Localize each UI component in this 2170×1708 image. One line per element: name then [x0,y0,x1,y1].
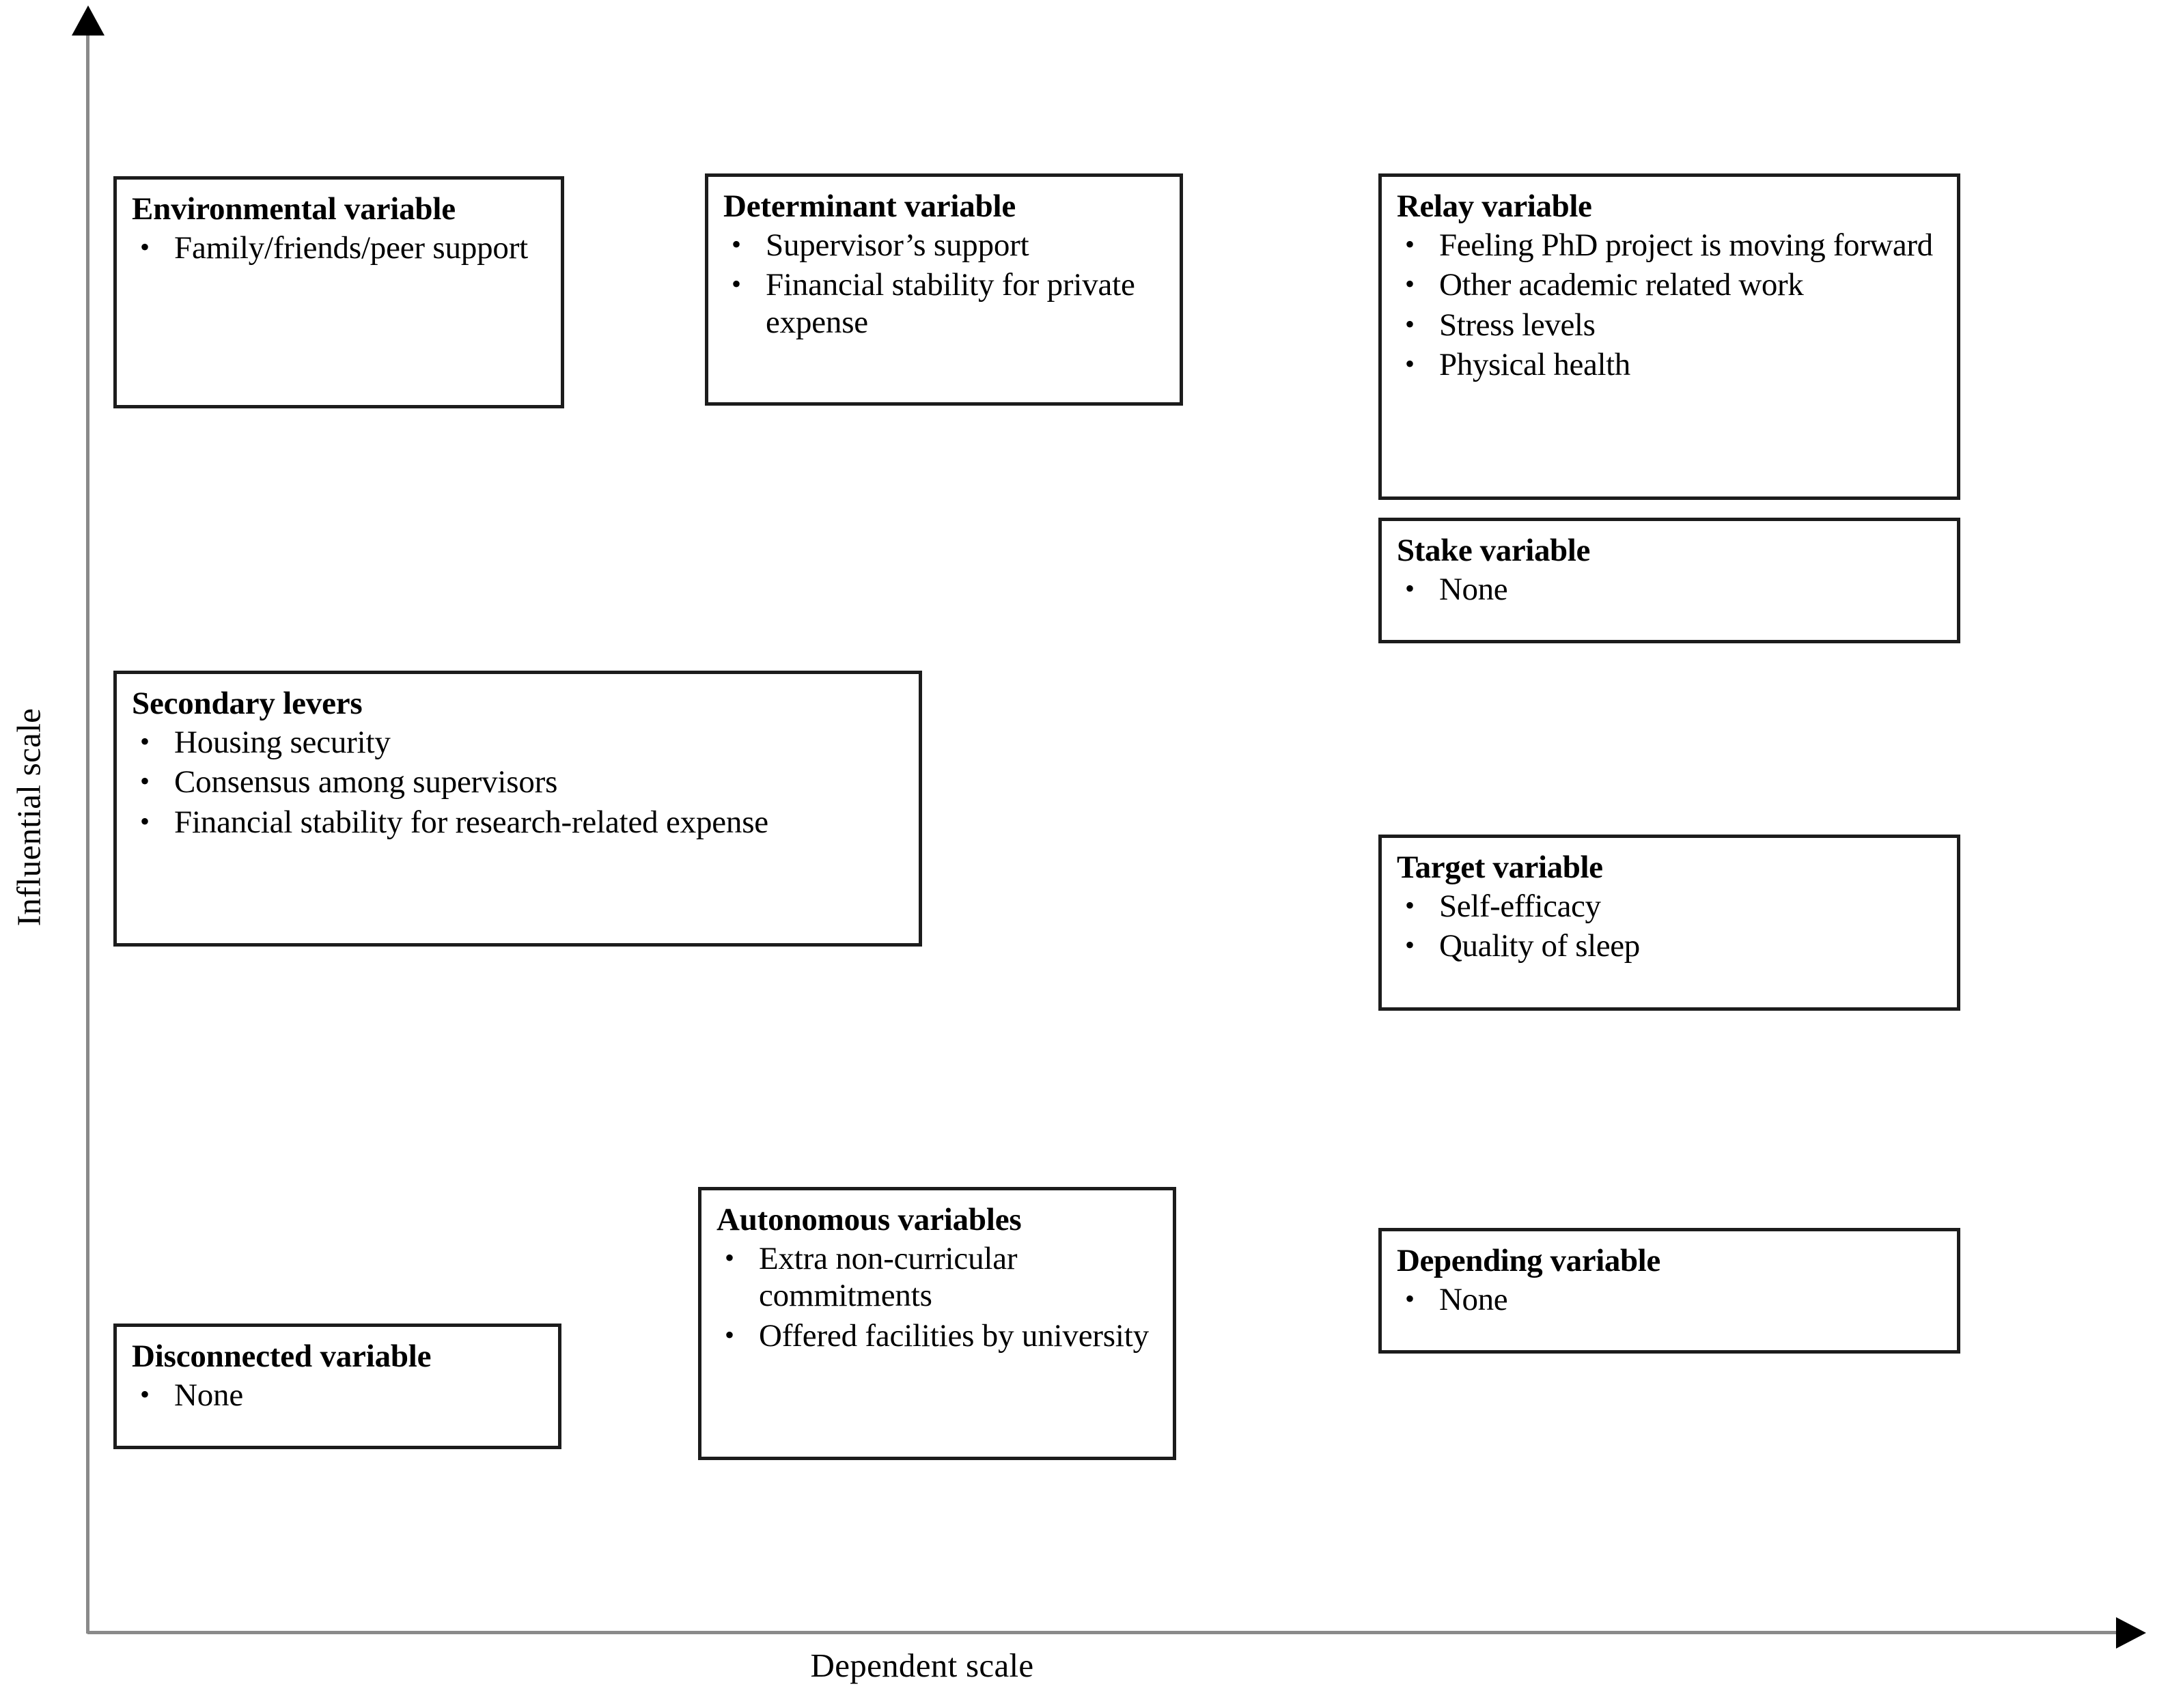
bullet-icon: • [140,805,150,837]
bullet-icon: • [725,1242,734,1273]
box-item-list: • None [1397,1281,1947,1319]
box-environmental-variable: Environmental variable • Family/friends/p… [113,176,564,408]
box-title: Stake variable [1397,533,1590,568]
bullet-icon: • [140,1378,150,1410]
list-item: • Housing security [132,724,909,761]
box-determinant-variable: Determinant variable • Supervisor’s suppo… [705,173,1183,406]
list-item: • None [1397,571,1947,608]
list-item-label: Stress levels [1439,307,1596,343]
bullet-icon: • [732,228,741,260]
box-title: Determinant variable [723,188,1016,224]
list-item-label: Financial stability for research-related… [174,804,768,840]
list-item: • Consensus among supervisors [132,764,909,801]
box-title: Depending variable [1397,1243,1660,1278]
arrow-up-icon [72,5,105,36]
list-item: • Supervisor’s support [723,227,1170,264]
list-item: • Financial stability for research-relate… [132,804,909,841]
box-item-list: • Feeling PhD project is moving forward •… [1397,227,1947,384]
x-axis-title: Dependent scale [810,1647,1034,1684]
box-depending-variable: Depending variable • None [1378,1228,1960,1354]
list-item: • Physical health [1397,346,1947,384]
list-item-label: Consensus among supervisors [174,764,558,800]
box-relay-variable: Relay variable • Feeling PhD project is m… [1378,173,1960,500]
bullet-icon: • [1405,929,1415,961]
list-item-label: Financial stability for private expense [766,267,1135,340]
x-axis-line [87,1631,2126,1634]
bullet-icon: • [1405,308,1415,339]
bullet-icon: • [1405,348,1415,380]
bullet-icon: • [732,268,741,300]
list-item-label: Supervisor’s support [766,227,1029,263]
box-item-list: • Supervisor’s support • Financial stabili… [723,227,1170,341]
list-item: • Other academic related work [1397,266,1947,304]
list-item: • Quality of sleep [1397,927,1947,965]
list-item-label: Feeling PhD project is moving forward [1439,227,1933,263]
box-item-list: • None [132,1377,548,1414]
list-item-label: Other academic related work [1439,267,1804,303]
list-item-label: Family/friends/peer support [174,229,529,266]
box-disconnected-variable: Disconnected variable • None [113,1324,561,1449]
list-item-label: Self-efficacy [1439,888,1601,924]
y-axis-line [86,29,89,1634]
bullet-icon: • [1405,268,1415,300]
box-title: Disconnected variable [132,1339,432,1374]
list-item: • Family/friends/peer support [132,229,551,267]
box-title: Relay variable [1397,188,1592,224]
list-item-label: Physical health [1439,347,1630,383]
list-item-label: Housing security [174,724,391,760]
list-item-label: Offered facilities by university [759,1317,1149,1354]
box-item-list: • Family/friends/peer support [132,229,551,267]
bullet-icon: • [140,231,150,262]
bullet-icon: • [1405,572,1415,604]
list-item-label: None [1439,1281,1508,1317]
bullet-icon: • [140,766,150,797]
box-title: Autonomous variables [717,1202,1022,1237]
list-item-label: None [1439,571,1508,607]
list-item: • Self-efficacy [1397,888,1947,925]
bullet-icon: • [1405,228,1415,260]
y-axis-title: Influential scale [10,708,48,927]
bullet-icon: • [1405,889,1415,921]
list-item-label: Quality of sleep [1439,928,1640,964]
list-item: • None [1397,1281,1947,1319]
list-item-label: Extra non-curricular commitments [759,1240,1018,1314]
box-autonomous-variables: Autonomous variables • Extra non-curricul… [698,1187,1176,1460]
bullet-icon: • [140,725,150,757]
list-item: • Feeling PhD project is moving forward [1397,227,1947,264]
box-target-variable: Target variable • Self-efficacy • Quality … [1378,835,1960,1011]
list-item: • None [132,1377,548,1414]
box-item-list: • Extra non-curricular commitments • Offer… [717,1240,1163,1355]
box-item-list: • None [1397,571,1947,608]
list-item-label: None [174,1377,244,1413]
bullet-icon: • [1405,1283,1415,1314]
arrow-right-icon [2116,1617,2146,1649]
list-item: • Stress levels [1397,307,1947,344]
box-item-list: • Housing security • Consensus among super… [132,724,909,841]
box-title: Secondary levers [132,686,363,721]
list-item: • Offered facilities by university [717,1317,1163,1355]
box-title: Target variable [1397,850,1603,885]
box-secondary-levers: Secondary levers • Housing security • Cons… [113,671,922,947]
list-item: • Financial stability for private expense [723,266,1170,341]
list-item: • Extra non-curricular commitments [717,1240,1163,1315]
box-title: Environmental variable [132,191,456,227]
box-stake-variable: Stake variable • None [1378,518,1960,643]
box-item-list: • Self-efficacy • Quality of sleep [1397,888,1947,965]
bullet-icon: • [725,1319,734,1350]
